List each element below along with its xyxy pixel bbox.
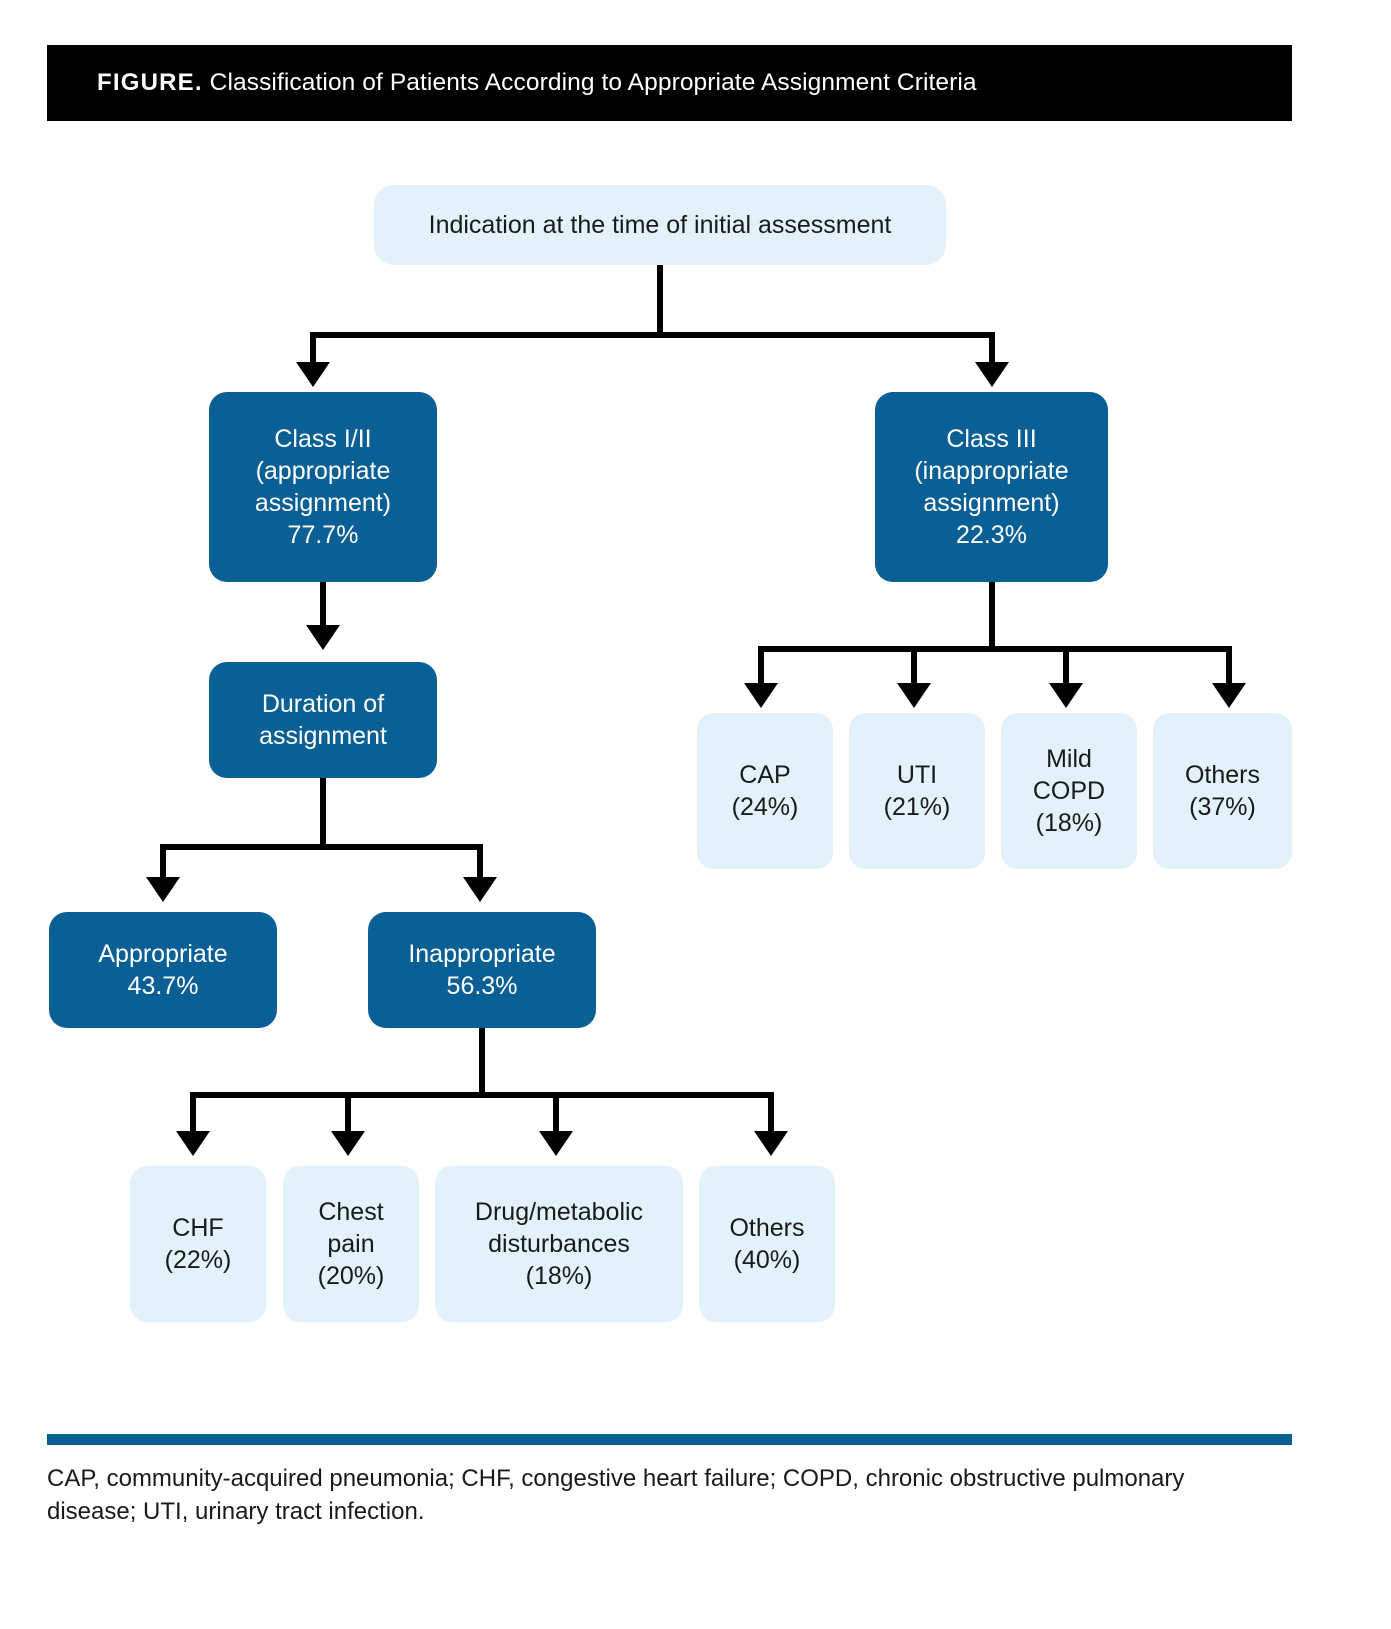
footer-divider xyxy=(47,1434,1292,1445)
connector-duration-stem xyxy=(320,778,326,850)
connector-root-right-drop xyxy=(989,332,995,364)
node-label: UTI (21%) xyxy=(883,761,951,821)
node-label: Drug/metabolic disturbances (18%) xyxy=(474,1198,644,1290)
arrow-to-uti-icon xyxy=(897,683,931,708)
connector-class3-bar xyxy=(758,646,1232,652)
node-label: Mild COPD (18%) xyxy=(1032,745,1106,837)
connector-root-stem xyxy=(657,265,663,338)
node-label: Chest pain (20%) xyxy=(317,1198,385,1290)
arrow-to-inappropriate-icon xyxy=(463,877,497,902)
node-drug-metabolic-disturbances[interactable]: Drug/metabolic disturbances (18%) xyxy=(435,1166,683,1322)
connector-inappropriate-bar xyxy=(190,1092,774,1098)
arrow-to-others-bottom-icon xyxy=(754,1131,788,1156)
figure-header-bar: FIGURE. Classification of Patients Accor… xyxy=(47,45,1292,121)
connector-root-left-drop xyxy=(310,332,316,364)
figure-header-text: FIGURE. Classification of Patients Accor… xyxy=(97,69,977,97)
connector-duration-left-drop xyxy=(160,844,166,880)
node-uti[interactable]: UTI (21%) xyxy=(849,713,985,869)
arrow-to-duration-icon xyxy=(306,625,340,650)
node-chest-pain[interactable]: Chest pain (20%) xyxy=(283,1166,419,1322)
arrow-to-class12-icon xyxy=(296,362,330,387)
node-mild-copd[interactable]: Mild COPD (18%) xyxy=(1001,713,1137,869)
connector-others-bottom-drop xyxy=(768,1092,774,1134)
node-label: Appropriate 43.7% xyxy=(98,940,228,1000)
node-label: Others (37%) xyxy=(1184,761,1261,821)
node-label: Inappropriate 56.3% xyxy=(408,940,556,1000)
node-class-3[interactable]: Class III (inappropriate assignment) 22.… xyxy=(875,392,1108,582)
node-label: CAP (24%) xyxy=(731,761,799,821)
connector-chestpain-drop xyxy=(345,1092,351,1134)
node-label: Class III (inappropriate assignment) 22.… xyxy=(914,425,1069,549)
arrow-to-appropriate-icon xyxy=(146,877,180,902)
node-chf[interactable]: CHF (22%) xyxy=(130,1166,266,1322)
connector-root-bar xyxy=(310,332,995,338)
node-others-bottom[interactable]: Others (40%) xyxy=(699,1166,835,1322)
arrow-to-others-right-icon xyxy=(1212,683,1246,708)
connector-chf-drop xyxy=(190,1092,196,1134)
node-class-1-2[interactable]: Class I/II (appropriate assignment) 77.7… xyxy=(209,392,437,582)
node-label: Others (40%) xyxy=(729,1214,805,1274)
node-inappropriate[interactable]: Inappropriate 56.3% xyxy=(368,912,596,1028)
node-duration-of-assignment[interactable]: Duration of assignment xyxy=(209,662,437,778)
page-title: Classification of Patients According to … xyxy=(209,69,977,96)
arrow-to-chestpain-icon xyxy=(331,1131,365,1156)
node-label: Class I/II (appropriate assignment) 77.7… xyxy=(254,425,392,549)
node-label: Indication at the time of initial assess… xyxy=(428,211,892,239)
connector-class3-stem xyxy=(989,582,995,652)
arrow-to-class3-icon xyxy=(975,362,1009,387)
connector-uti-drop xyxy=(911,646,917,686)
connector-duration-right-drop xyxy=(477,844,483,880)
arrow-to-chf-icon xyxy=(176,1131,210,1156)
node-cap[interactable]: CAP (24%) xyxy=(697,713,833,869)
connector-others-right-drop xyxy=(1226,646,1232,686)
node-others-right[interactable]: Others (37%) xyxy=(1153,713,1292,869)
arrow-to-drug-icon xyxy=(539,1131,573,1156)
arrow-to-copd-icon xyxy=(1049,683,1083,708)
node-indication-root[interactable]: Indication at the time of initial assess… xyxy=(374,185,946,265)
connector-inappropriate-stem xyxy=(479,1028,485,1098)
connector-class12-to-duration xyxy=(320,582,326,627)
connector-copd-drop xyxy=(1063,646,1069,686)
connector-drug-drop xyxy=(553,1092,559,1134)
footnote-abbreviations: CAP, community-acquired pneumonia; CHF, … xyxy=(47,1465,1185,1526)
arrow-to-cap-icon xyxy=(744,683,778,708)
connector-cap-drop xyxy=(758,646,764,686)
node-appropriate[interactable]: Appropriate 43.7% xyxy=(49,912,277,1028)
figure-label: FIGURE. xyxy=(97,69,203,96)
node-label: CHF (22%) xyxy=(164,1214,232,1274)
node-label: Duration of assignment xyxy=(259,690,387,750)
connector-duration-bar xyxy=(160,844,483,850)
